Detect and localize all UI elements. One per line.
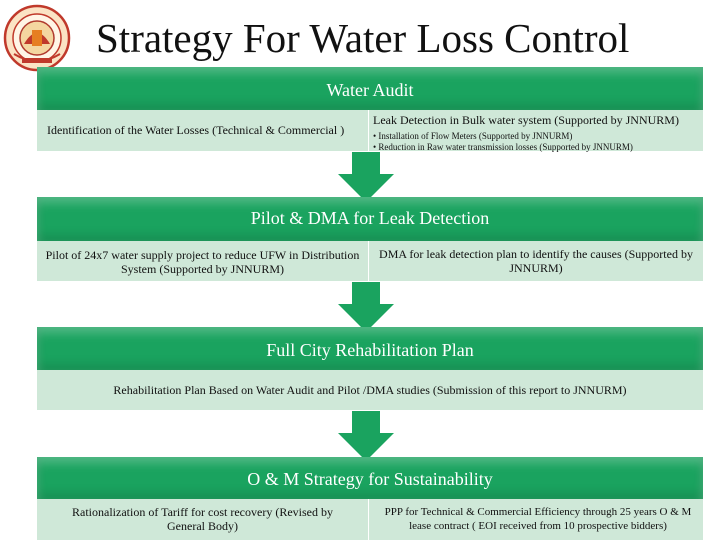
section-heading-water-audit: Water Audit: [37, 67, 703, 110]
section-heading-om-strategy: O & M Strategy for Sustainability: [37, 457, 703, 499]
section-heading-pilot-dma: Pilot & DMA for Leak Detection: [37, 197, 703, 241]
om-left-text: Rationalization of Tariff for cost recov…: [72, 505, 333, 533]
water-audit-right-cell: Leak Detection in Bulk water system (Sup…: [369, 110, 703, 152]
om-left-cell: Rationalization of Tariff for cost recov…: [37, 499, 369, 540]
pilot-left-cell: Pilot of 24x7 water supply project to re…: [37, 241, 369, 281]
section-row-pilot-dma: Pilot of 24x7 water supply project to re…: [37, 241, 703, 281]
page-title: Strategy For Water Loss Control: [96, 15, 630, 61]
water-audit-bullet: • Reduction in Raw water transmission lo…: [373, 142, 633, 152]
section-row-rehabilitation: Rehabilitation Plan Based on Water Audit…: [37, 370, 703, 410]
section-row-om-strategy: Rationalization of Tariff for cost recov…: [37, 499, 703, 540]
section-heading-label: Pilot & DMA for Leak Detection: [250, 208, 490, 228]
pilot-left-text: Pilot of 24x7 water supply project to re…: [45, 248, 360, 276]
section-heading-label: Water Audit: [326, 80, 414, 100]
down-arrow-icon: [338, 411, 394, 461]
down-arrow-icon: [338, 152, 394, 202]
pilot-right-text: DMA for leak detection plan to identify …: [379, 247, 693, 275]
water-audit-bullet: • Installation of Flow Meters (Supported…: [373, 131, 573, 141]
section-heading-label: O & M Strategy for Sustainability: [247, 469, 493, 489]
down-arrow-icon: [338, 282, 394, 332]
om-right-text: PPP for Technical & Commercial Efficienc…: [384, 506, 692, 532]
water-audit-left-cell: Identification of the Water Losses (Tech…: [37, 110, 369, 151]
section-heading-label: Full City Rehabilitation Plan: [266, 340, 474, 360]
water-audit-left-text: Identification of the Water Losses (Tech…: [47, 123, 345, 137]
section-row-water-audit: Identification of the Water Losses (Tech…: [37, 110, 703, 152]
rehabilitation-text: Rehabilitation Plan Based on Water Audit…: [113, 383, 627, 397]
section-heading-rehabilitation: Full City Rehabilitation Plan: [37, 327, 703, 370]
water-audit-right-title: Leak Detection in Bulk water system (Sup…: [373, 113, 679, 127]
institution-emblem-icon: [3, 4, 71, 72]
om-right-cell: PPP for Technical & Commercial Efficienc…: [369, 499, 703, 540]
rehabilitation-cell: Rehabilitation Plan Based on Water Audit…: [37, 370, 703, 410]
pilot-right-cell: DMA for leak detection plan to identify …: [369, 241, 703, 281]
